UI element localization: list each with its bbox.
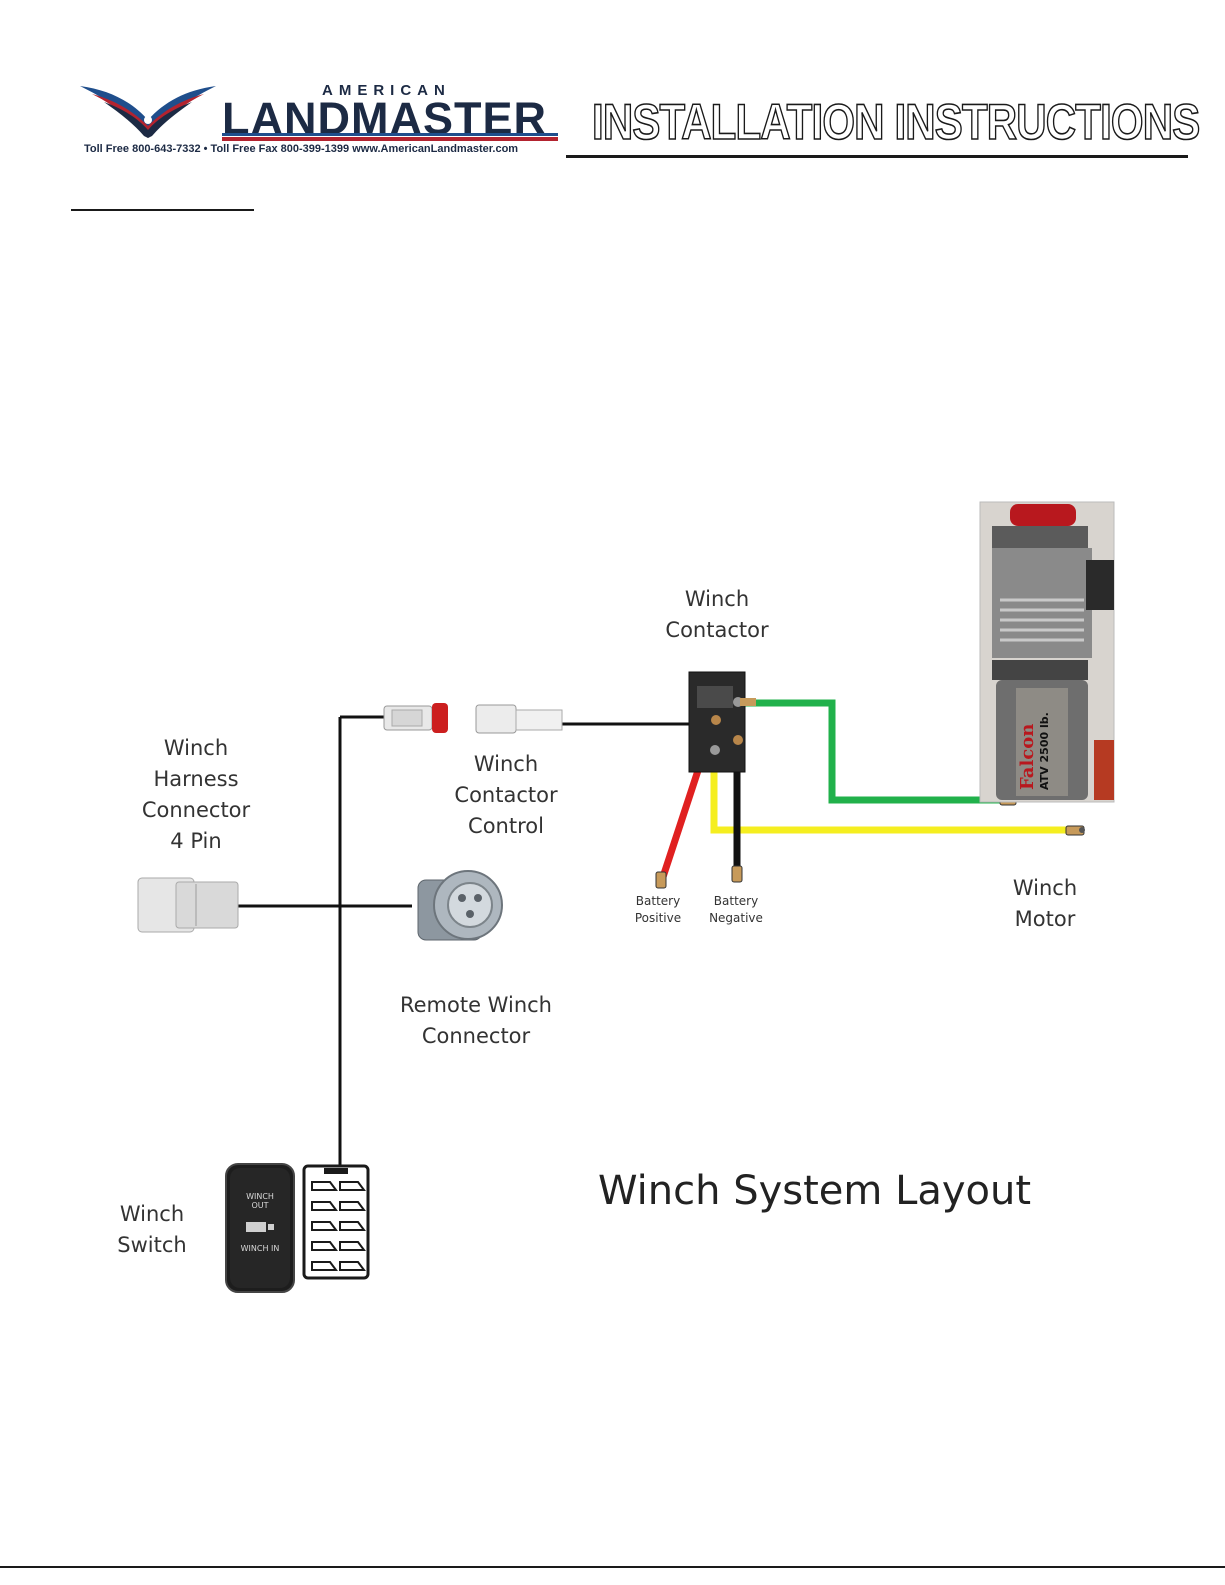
brand-small-text: AMERICAN <box>322 82 451 99</box>
label-line: Winch <box>684 587 750 611</box>
label-winch-contactor: Winch Contactor <box>647 584 787 646</box>
label-line: Switch <box>117 1233 187 1257</box>
harness-connector-4pin-icon <box>137 877 239 933</box>
label-line: Motor <box>1014 907 1076 931</box>
section-underline <box>71 209 254 211</box>
label-battery-negative: Battery Negative <box>701 893 771 927</box>
label-line: Winch <box>1012 876 1078 900</box>
label-winch-switch: Winch Switch <box>102 1199 202 1261</box>
label-line: Connector <box>141 798 251 822</box>
label-line: Contactor <box>454 783 558 807</box>
label-line: Connector <box>421 1024 531 1048</box>
label-winch-motor: Winch Motor <box>985 873 1105 935</box>
page-title: INSTALLATION INSTRUCTIONS <box>591 93 1201 151</box>
label-line: Control <box>468 814 544 838</box>
switch-wiring-block-icon <box>302 1164 370 1280</box>
footer-rule <box>0 1566 1225 1568</box>
label-line: Negative <box>709 911 763 925</box>
label-battery-positive: Battery Positive <box>623 893 693 927</box>
label-line: Battery <box>635 894 681 908</box>
label-line: Battery <box>713 894 759 908</box>
label-line: Winch <box>473 752 539 776</box>
label-line: Winch <box>119 1202 185 1226</box>
label-remote-winch-connector: Remote Winch Connector <box>386 990 566 1052</box>
winch-decal-brand: Falcon <box>1017 723 1038 790</box>
winch-motor-icon <box>979 501 1115 803</box>
remote-winch-connector-icon <box>417 870 503 941</box>
label-line: Remote Winch <box>399 993 552 1017</box>
switch-text-out: WINCH OUT <box>246 1192 274 1210</box>
winch-decal: Falcon ATV 2500 lb. <box>1017 680 1118 790</box>
contactor-receptacle-icon <box>475 704 563 734</box>
winch-switch-icon <box>225 1163 295 1293</box>
logo-stripe-blue <box>222 133 558 136</box>
contact-line: Toll Free 800-643-7332 • Toll Free Fax 8… <box>84 143 519 155</box>
green-motor-wire <box>740 699 1002 804</box>
label-line: Positive <box>634 911 682 925</box>
winch-decal-model: ATV 2500 lb. <box>1038 712 1051 790</box>
label-line: 4 Pin <box>170 829 222 853</box>
label-winch-contactor-control: Winch Contactor Control <box>436 749 576 842</box>
label-line: Contactor <box>665 618 769 642</box>
control-harness-wires <box>238 715 690 1175</box>
logo-stripe-red <box>222 137 558 141</box>
winch-contactor-icon <box>688 671 756 773</box>
contactor-plug-red-icon <box>383 703 448 733</box>
header-rule <box>566 155 1188 158</box>
yellow-motor-wire <box>710 752 1068 834</box>
header: AMERICAN LANDMASTER Toll Free 800-643-73… <box>0 0 1225 170</box>
diagram-title: Winch System Layout <box>598 1168 1032 1214</box>
label-line: Winch <box>163 736 229 760</box>
switch-text-in: WINCH IN <box>240 1244 280 1253</box>
label-line: Harness <box>153 767 239 791</box>
label-winch-harness-connector: Winch Harness Connector 4 Pin <box>126 733 266 857</box>
eagle-logo-icon <box>80 86 216 138</box>
